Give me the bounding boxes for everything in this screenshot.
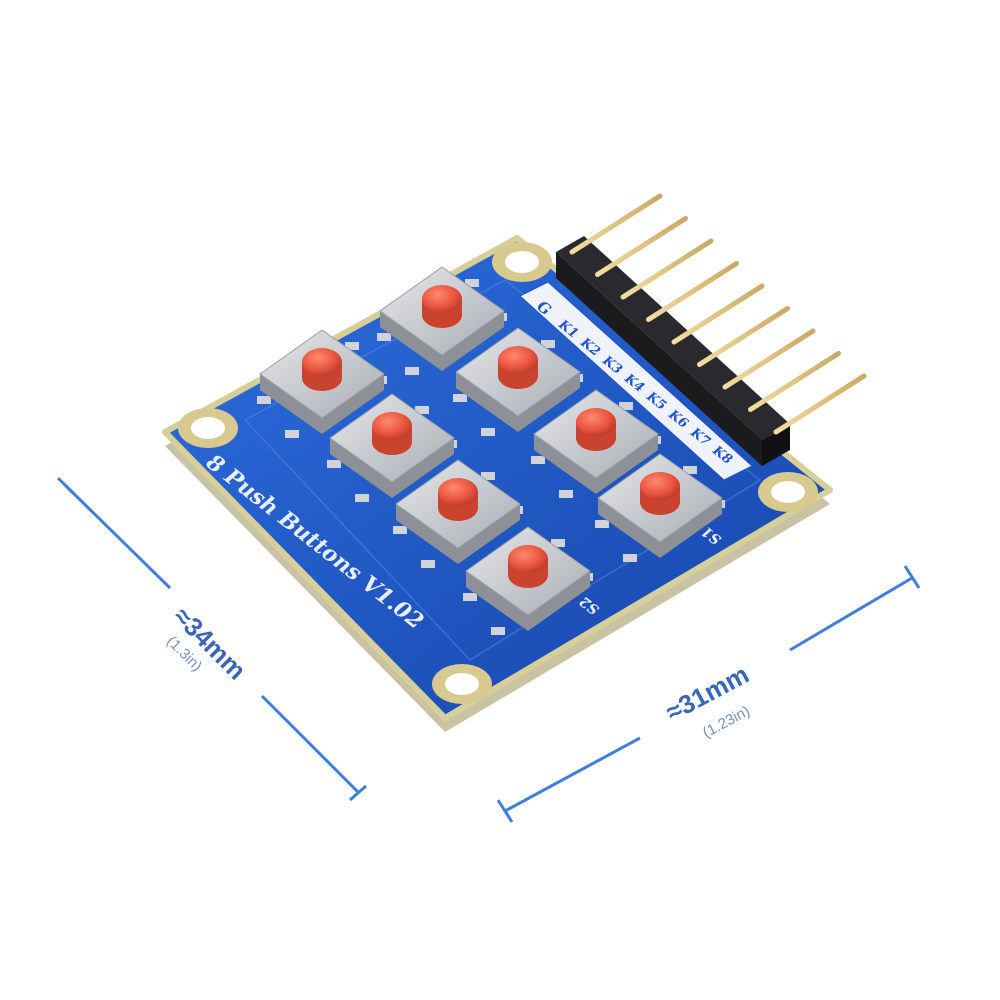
switch-body-side [396, 504, 520, 564]
switch-leg [559, 490, 573, 498]
header-pin [722, 328, 816, 390]
push-button-3[interactable] [531, 389, 661, 498]
button-cap[interactable] [302, 348, 342, 376]
switch-body-side [534, 434, 658, 494]
header-pin [697, 306, 790, 367]
push-button-4[interactable] [595, 453, 725, 562]
switch-leg [355, 494, 369, 502]
switch-body-side [598, 498, 722, 558]
switch-leg [377, 333, 391, 341]
switch-leg [257, 396, 271, 404]
push-button-2[interactable] [453, 327, 583, 436]
mounting-hole-right [758, 472, 818, 512]
switch-leg [453, 394, 467, 402]
header-pin [671, 283, 765, 345]
switch-leg [481, 428, 495, 436]
switch-leg [481, 472, 495, 480]
switch-leg [463, 593, 477, 601]
switch-leg [683, 466, 697, 474]
header-pin [620, 238, 714, 300]
button-cap[interactable] [498, 346, 538, 374]
mounting-hole-bottom [432, 664, 492, 704]
button-cap[interactable] [372, 412, 412, 440]
header-pin [773, 373, 867, 435]
push-button-1[interactable] [377, 266, 507, 375]
switch-leg [465, 279, 479, 287]
header-pin [646, 261, 739, 322]
push-button-7[interactable] [393, 459, 523, 568]
switch-body-side [260, 374, 384, 434]
switch-leg [415, 406, 429, 414]
push-button-8[interactable] [463, 526, 593, 635]
pin-label-strip: G K1 K2 K3 K4 K5 K6 K7 K8 [519, 281, 753, 481]
dimension-length [56, 476, 367, 802]
push-button-grid [257, 266, 725, 635]
mounting-hole-top [492, 242, 552, 282]
switch-leg [327, 460, 341, 468]
button-cap[interactable] [576, 408, 616, 436]
header-pin [748, 351, 841, 412]
button-cap[interactable] [438, 478, 478, 506]
switch-leg [393, 526, 407, 534]
pin-header [556, 193, 867, 466]
switch-leg [285, 430, 299, 438]
button-cap[interactable] [508, 545, 548, 573]
switch-leg [541, 340, 555, 348]
push-button-5[interactable] [257, 329, 387, 438]
button-cap[interactable] [422, 285, 462, 313]
switch-leg [595, 520, 609, 528]
switch-body-side [330, 438, 454, 498]
header-pin [569, 193, 663, 255]
mounting-hole-left [178, 408, 238, 448]
switch-leg [551, 539, 565, 547]
switch-leg [405, 367, 419, 375]
dimension-width [496, 565, 921, 823]
switch-leg [491, 627, 505, 635]
switch-leg [623, 554, 637, 562]
switch-leg [345, 342, 359, 350]
switch-leg [421, 560, 435, 568]
switch-body-side [380, 311, 504, 371]
switch-body-side [466, 571, 590, 631]
push-button-6[interactable] [327, 393, 457, 502]
switch-body-side [456, 372, 580, 432]
switch-leg [531, 456, 545, 464]
switch-leg [619, 402, 633, 410]
button-cap[interactable] [640, 472, 680, 500]
header-pin [595, 216, 688, 277]
